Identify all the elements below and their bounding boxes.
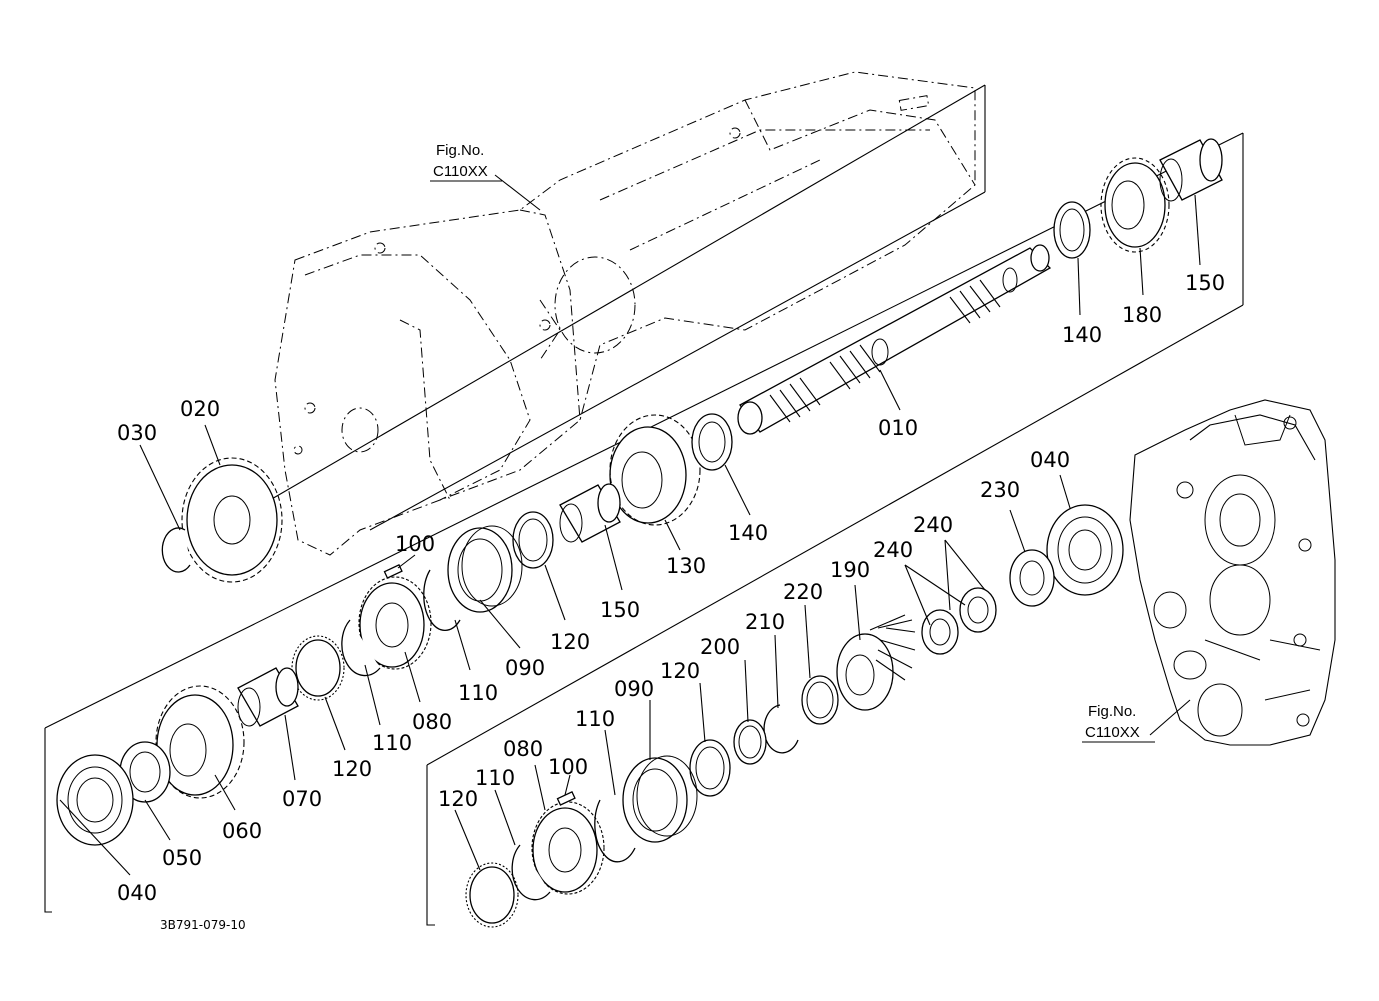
label-110-b: 110 — [372, 731, 412, 755]
bearing-040-right — [1046, 504, 1124, 596]
label-060: 060 — [222, 819, 262, 843]
bushing-150-top — [1159, 138, 1223, 202]
label-120-d: 120 — [438, 787, 478, 811]
label-180: 180 — [1122, 303, 1162, 327]
label-130: 130 — [666, 554, 706, 578]
key-100-b — [556, 791, 576, 806]
gear-180 — [1100, 157, 1170, 253]
snap-ring-110-b — [341, 619, 381, 677]
label-190: 190 — [830, 558, 870, 582]
label-080-a: 080 — [412, 710, 452, 734]
label-070: 070 — [282, 787, 322, 811]
label-020: 020 — [180, 397, 220, 421]
synchro-ring-120-d — [465, 862, 519, 928]
figure-reference-top: Fig.No. C110XX — [430, 142, 502, 182]
label-090-b: 090 — [614, 677, 654, 701]
label-030: 030 — [117, 421, 157, 445]
circlip-210 — [763, 704, 799, 754]
rear-cover-housing — [1129, 399, 1336, 746]
key-100-a — [383, 564, 403, 579]
label-120-b: 120 — [332, 757, 372, 781]
label-140-mid: 140 — [728, 521, 768, 545]
label-100-a: 100 — [395, 532, 435, 556]
sleeve-090-a — [447, 525, 523, 613]
bushing-070 — [237, 667, 299, 727]
washer-200 — [733, 719, 767, 765]
label-150-mid: 150 — [600, 598, 640, 622]
label-110-a: 110 — [458, 681, 498, 705]
needle-bearing-240-b — [921, 609, 959, 655]
figref-top-line2: C110XX — [433, 163, 488, 180]
bearing-040-left — [56, 754, 134, 846]
figref-right-line1: Fig.No. — [1088, 703, 1136, 720]
thrust-washer-140-top — [1053, 201, 1091, 259]
synchro-ring-120-b — [291, 635, 345, 701]
sleeve-090-b — [622, 755, 698, 843]
hub-080-a — [358, 576, 432, 670]
snap-ring-110-c — [594, 799, 636, 863]
circlip-030 — [161, 527, 191, 573]
label-210: 210 — [745, 610, 785, 634]
snap-ring-110-d — [511, 844, 551, 901]
label-080-b: 080 — [503, 737, 543, 761]
label-220: 220 — [783, 580, 823, 604]
figref-top-line1: Fig.No. — [436, 142, 484, 159]
label-140-top: 140 — [1062, 323, 1102, 347]
snap-ring-110-a — [423, 569, 461, 631]
label-240-a: 240 — [913, 513, 953, 537]
gear-130 — [609, 414, 701, 526]
label-200: 200 — [700, 635, 740, 659]
label-040-right: 040 — [1030, 448, 1070, 472]
needle-bearing-240-a — [959, 587, 997, 633]
label-240-b: 240 — [873, 538, 913, 562]
label-100-b: 100 — [548, 755, 588, 779]
label-040-left: 040 — [117, 881, 157, 905]
figref-right-line2: C110XX — [1085, 724, 1140, 741]
frame-lines — [44, 84, 1244, 926]
thrust-washer-140-mid — [691, 413, 733, 471]
drawing-code: 3B791-079-10 — [160, 918, 246, 932]
pinion-190 — [836, 614, 916, 711]
figure-reference-right: Fig.No. C110XX — [1082, 703, 1155, 743]
synchro-ring-120-c — [689, 739, 731, 797]
synchro-ring-120-a — [512, 511, 554, 569]
leader-lines — [59, 174, 1201, 876]
label-090-a: 090 — [505, 656, 545, 680]
gear-020 — [181, 457, 283, 583]
ring-220 — [801, 675, 839, 725]
bushing-150-mid — [559, 483, 621, 543]
label-050: 050 — [162, 846, 202, 870]
spacer-230 — [1009, 549, 1055, 607]
part-labels: 010 020 030 040 040 050 060 070 080 080 … — [117, 271, 1225, 905]
label-120-c: 120 — [660, 659, 700, 683]
label-110-d: 110 — [475, 766, 515, 790]
label-230: 230 — [980, 478, 1020, 502]
gear-060 — [155, 685, 245, 799]
label-150-top: 150 — [1185, 271, 1225, 295]
label-110-c: 110 — [575, 707, 615, 731]
label-120-a: 120 — [550, 630, 590, 654]
label-010: 010 — [878, 416, 918, 440]
hub-080-b — [531, 801, 605, 895]
transmission-housing — [274, 71, 976, 556]
main-shaft — [737, 244, 1052, 435]
